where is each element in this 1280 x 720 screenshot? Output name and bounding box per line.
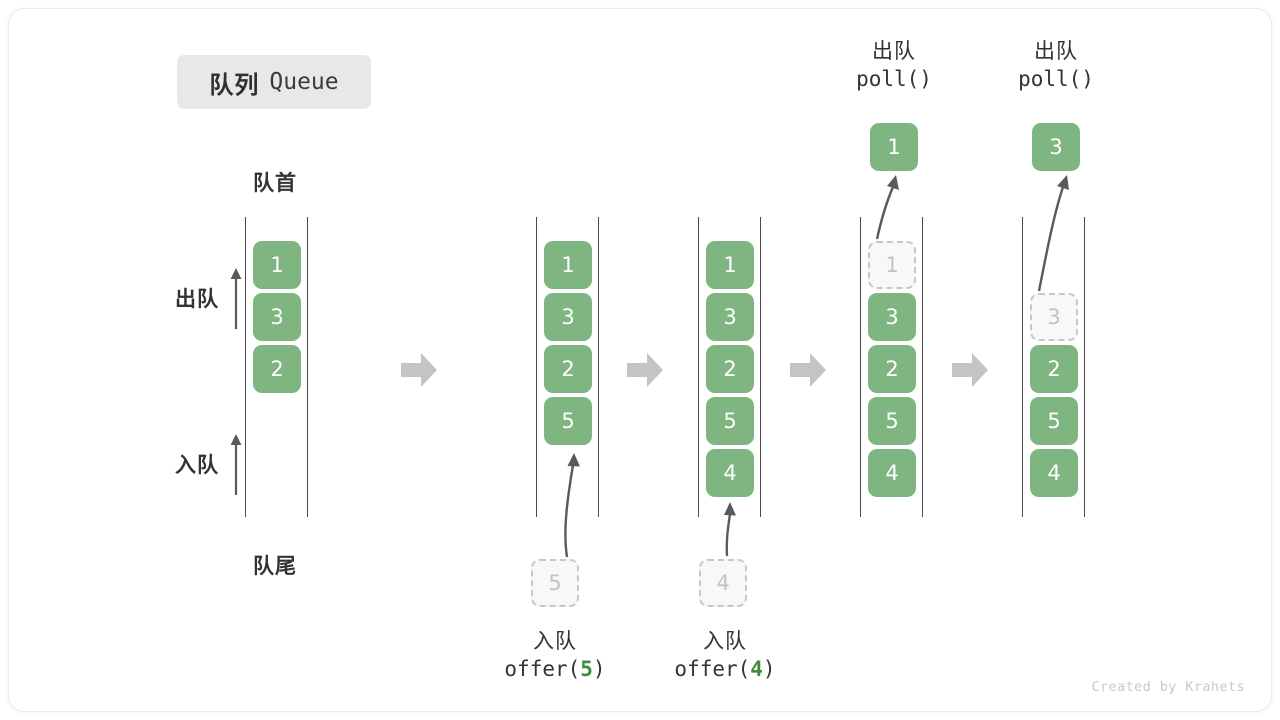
arrow-up-icon (229, 267, 243, 329)
queue-cell: 5 (706, 397, 754, 445)
incoming-ghost-cell: 5 (531, 559, 579, 607)
queue-cell: 2 (868, 345, 916, 393)
queue-cell: 5 (1030, 397, 1078, 445)
queue-cell: 2 (706, 345, 754, 393)
rail-right (598, 217, 600, 517)
header-cn: 出队 (872, 39, 916, 63)
dequeue-curve-arrow-icon (1037, 175, 1069, 292)
rail-left (536, 217, 538, 517)
queue-cell: 4 (868, 449, 916, 497)
queue-column-initial: 1 3 2 (245, 217, 309, 517)
queue-tail-label: 队尾 (253, 554, 297, 578)
flow-arrow-right-icon (397, 348, 441, 392)
title-cn: 队列 (209, 70, 260, 99)
queue-column-after-offer-5: 1 3 2 5 (536, 217, 600, 517)
queue-column-after-poll-3: 3 2 5 4 (1022, 217, 1086, 517)
popped-cell: 3 (1032, 123, 1080, 171)
title-badge: 队列 Queue (177, 55, 371, 109)
caption-offer-5: 入队 offer(5) (479, 627, 631, 683)
queue-cell: 3 (544, 293, 592, 341)
queue-head-label: 队首 (253, 171, 297, 195)
queue-cell: 2 (1030, 345, 1078, 393)
enqueue-curve-arrow-icon (564, 453, 580, 558)
header-cn: 出队 (1034, 39, 1078, 63)
flow-arrow-right-icon (786, 348, 830, 392)
flow-arrow-right-icon (948, 348, 992, 392)
queue-cell-ghost: 1 (868, 241, 916, 289)
header-code: poll() (1018, 67, 1094, 92)
queue-column-after-offer-4: 1 3 2 5 4 (698, 217, 762, 517)
header-poll-3: 出队 poll() (991, 37, 1121, 93)
dequeue-curve-arrow-icon (875, 175, 899, 240)
enqueue-direction: 入队 (149, 433, 243, 495)
enqueue-curve-arrow-icon (724, 502, 736, 557)
queue-column-after-poll-1: 1 3 2 5 4 (860, 217, 924, 517)
popped-cell: 1 (870, 123, 918, 171)
rail-left (698, 217, 700, 517)
queue-cell: 3 (868, 293, 916, 341)
rail-left (245, 217, 247, 517)
queue-cell: 4 (706, 449, 754, 497)
rail-right (922, 217, 924, 517)
queue-cell: 3 (253, 293, 301, 341)
credit-text: Created by Krahets (1091, 679, 1245, 695)
rail-right (307, 217, 309, 517)
diagram-card: 队列 Queue 队首 队尾 出队 入队 1 3 2 (8, 8, 1272, 712)
queue-cell: 4 (1030, 449, 1078, 497)
rail-left (860, 217, 862, 517)
header-code: poll() (856, 67, 932, 92)
caption-cn: 入队 (533, 629, 577, 653)
queue-cell: 2 (253, 345, 301, 393)
queue-cell: 3 (706, 293, 754, 341)
queue-cell-ghost: 3 (1030, 293, 1078, 341)
dequeue-direction-label: 出队 (175, 287, 219, 311)
flow-arrow-right-icon (623, 348, 667, 392)
queue-cell: 5 (544, 397, 592, 445)
queue-cell: 1 (706, 241, 754, 289)
dequeue-direction: 出队 (149, 267, 243, 329)
rail-right (1084, 217, 1086, 517)
queue-cell: 2 (544, 345, 592, 393)
queue-cell: 5 (868, 397, 916, 445)
rail-left (1022, 217, 1024, 517)
caption-code: offer(5) (504, 657, 606, 682)
header-poll-1: 出队 poll() (829, 37, 959, 93)
caption-code: offer(4) (674, 657, 776, 682)
enqueue-direction-label: 入队 (175, 453, 219, 477)
caption-offer-4: 入队 offer(4) (649, 627, 801, 683)
incoming-ghost-cell: 4 (699, 559, 747, 607)
arrow-up-icon (229, 433, 243, 495)
queue-cell: 1 (253, 241, 301, 289)
rail-right (760, 217, 762, 517)
queue-cell: 1 (544, 241, 592, 289)
title-en: Queue (269, 69, 339, 95)
caption-cn: 入队 (703, 629, 747, 653)
